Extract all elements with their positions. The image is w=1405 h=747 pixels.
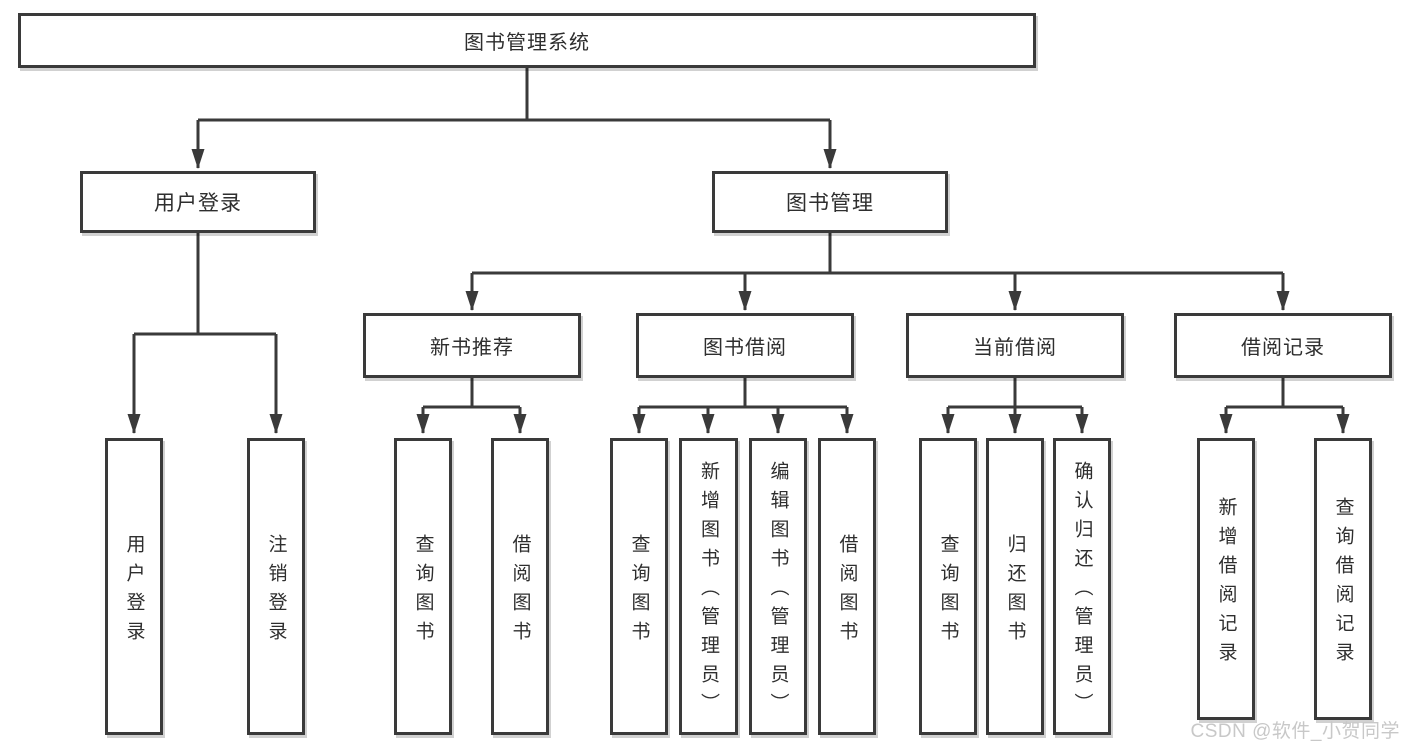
leaf-cb-query-books: 查询图书 [919, 438, 977, 735]
node-book-borrowing-label: 图书借阅 [703, 337, 787, 359]
leaf-nbr-query-books: 查询图书 [394, 438, 452, 735]
node-book-management-label: 图书管理 [786, 192, 874, 215]
node-library-system-label: 图书管理系统 [464, 32, 590, 54]
leaf-user-login: 用户登录 [105, 438, 163, 735]
leaf-bb-borrow-books-label: 借阅图书 [836, 533, 858, 650]
leaf-nbr-borrow-books-label: 借阅图书 [509, 533, 531, 650]
leaf-br-query-borrow-record: 查询借阅记录 [1314, 438, 1372, 720]
leaf-bb-query-books-label: 查询图书 [628, 533, 650, 650]
leaf-bb-query-books: 查询图书 [610, 438, 668, 735]
leaf-logout-label: 注销登录 [265, 533, 287, 650]
node-current-borrowing: 当前借阅 [906, 313, 1124, 378]
leaf-nbr-query-books-label: 查询图书 [412, 533, 434, 650]
node-new-book-recommendation: 新书推荐 [363, 313, 581, 378]
leaf-cb-return-books-label: 归还图书 [1004, 533, 1026, 650]
node-new-book-recommendation-label: 新书推荐 [430, 337, 514, 359]
node-book-management: 图书管理 [712, 171, 948, 233]
node-user-login: 用户登录 [80, 171, 316, 233]
leaf-cb-confirm-return-admin-label: 确认归还（管理员） [1071, 461, 1093, 722]
csdn-watermark: CSDN @软件_小贺同学 [1190, 721, 1400, 742]
leaf-br-add-borrow-record-label: 新增借阅记录 [1215, 497, 1237, 671]
leaf-bb-add-books-admin: 新增图书（管理员） [679, 438, 738, 735]
leaf-cb-confirm-return-admin: 确认归还（管理员） [1053, 438, 1111, 735]
leaf-bb-edit-books-admin: 编辑图书（管理员） [749, 438, 807, 735]
node-user-login-label: 用户登录 [154, 192, 242, 215]
leaf-bb-add-books-admin-label: 新增图书（管理员） [698, 461, 719, 722]
leaf-bb-borrow-books: 借阅图书 [818, 438, 876, 735]
leaf-user-login-label: 用户登录 [123, 533, 145, 650]
leaf-bb-edit-books-admin-label: 编辑图书（管理员） [767, 461, 789, 722]
leaf-cb-return-books: 归还图书 [986, 438, 1044, 735]
leaf-logout: 注销登录 [247, 438, 305, 735]
leaf-br-add-borrow-record: 新增借阅记录 [1197, 438, 1255, 720]
leaf-br-query-borrow-record-label: 查询借阅记录 [1332, 497, 1354, 671]
leaf-cb-query-books-label: 查询图书 [937, 533, 959, 650]
leaf-nbr-borrow-books: 借阅图书 [491, 438, 549, 735]
node-borrowing-records: 借阅记录 [1174, 313, 1392, 378]
node-current-borrowing-label: 当前借阅 [973, 337, 1057, 359]
node-library-system: 图书管理系统 [18, 13, 1036, 68]
node-borrowing-records-label: 借阅记录 [1241, 337, 1325, 359]
node-book-borrowing: 图书借阅 [636, 313, 854, 378]
